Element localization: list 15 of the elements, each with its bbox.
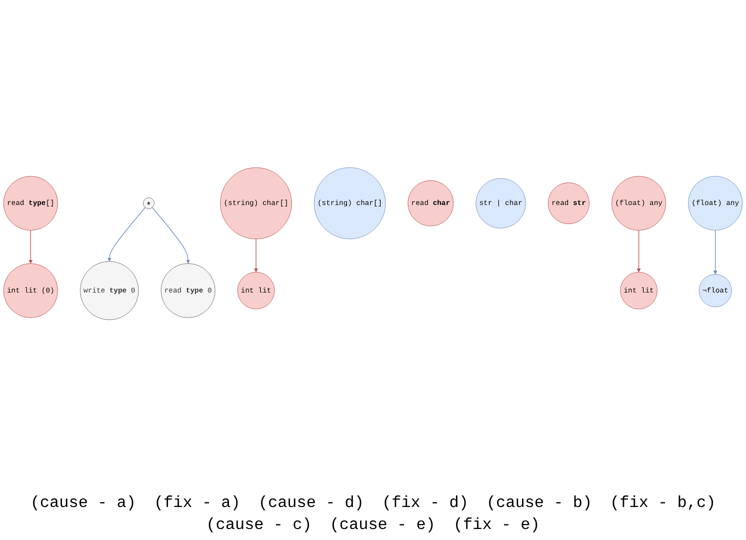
arrow [152,207,190,264]
caption-label: (fix - b,c) [610,494,716,512]
caption-label: (fix - d) [382,494,468,512]
caption-label: (fix - e) [453,516,540,534]
caption-label: (fix - a) [154,494,240,512]
caption-label: (cause - b) [486,494,592,512]
arrow [713,230,718,275]
arrow [28,230,33,264]
caption-label: (cause - a) [30,494,136,512]
arrow [107,207,146,262]
caption-label: (cause - e) [330,516,436,534]
caption-label: (cause - d) [258,494,364,512]
arrow [636,230,641,273]
caption-label: (cause - c) [206,516,312,534]
arrow [254,238,258,273]
